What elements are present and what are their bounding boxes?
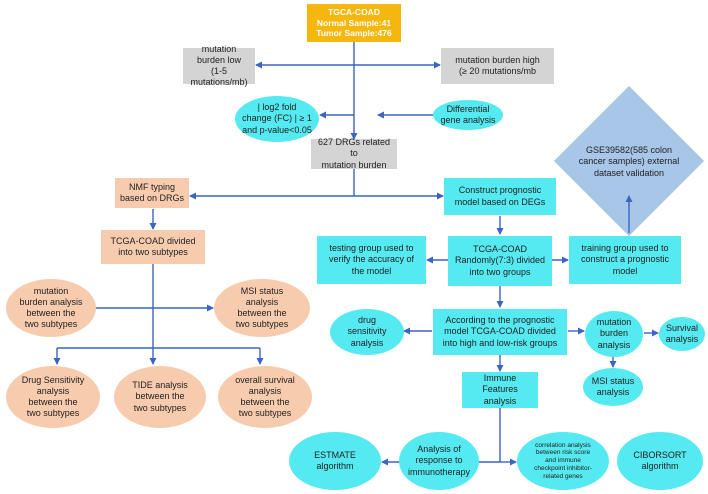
mutation-burden-low: mutation burden low (1-5 mutations/mb) [183,44,255,87]
immunotherapy-ellipse: Analysis of response to immunotherapy [399,432,479,490]
tide-subtypes-ellipse: TIDE analysis between the two subtypes [114,366,206,428]
mutation-burden-subtypes-ellipse: mutation burden analysis between the two… [6,279,96,337]
random-split-box: TCGA-COAD Randomly(7:3) divided into two… [448,236,552,286]
msi-status-ellipse: MSI status analysis [583,368,643,406]
correlation-ellipse: correlation analysis between risk score … [517,432,609,490]
msi-subtypes-ellipse: MSI status analysis between the two subt… [214,279,310,337]
survival-analysis-ellipse: Survival analysis [659,317,705,351]
differential-gene-ellipse: Differential gene analysis [433,100,503,130]
cibersort-ellipse: CIBORSORT algorithm [617,432,703,490]
risk-groups-box: According to the prognostic model TCGA-C… [433,309,567,355]
geo-validation-text: GSE39582(585 colon cancer samples) exter… [578,145,680,178]
overall-survival-subtypes-ellipse: overall survival analysis between the tw… [218,366,312,428]
mutation-burden-high: mutation burden high (≥ 20 mutations/mb [441,48,554,84]
immune-features-box: Immune Features analysis [462,372,538,408]
drug-sensitivity-subtypes-ellipse: Drug Sensitivity analysis between the tw… [6,366,100,428]
training-group-box: training group used to construct a progn… [569,236,681,284]
testing-group-box: testing group used to verify the accurac… [317,236,426,284]
log2-criteria-ellipse: | log2 fold change (FC) | ≥ 1 and p-valu… [235,96,319,142]
drug-sensitivity-ellipse: drug sensitivity analysis [330,309,404,355]
validation-diamond-shape [554,86,704,236]
nmf-typing-box: NMF typing based on DRGs [115,178,189,208]
estimate-ellipse: ESTMATE algorithm [289,432,381,490]
construct-model-box: Construct prognostic model based on DEGs [444,178,556,215]
mutation-burden-ellipse: mutation burden analysis [585,311,643,357]
source-tcga-coad: TGCA-COAD Normal Sample:41 Tumor Sample:… [307,4,401,42]
drgs-box: 627 DRGs related to mutation burden [311,137,397,170]
two-subtypes-box: TCGA-COAD divided into two subtypes [101,230,205,264]
